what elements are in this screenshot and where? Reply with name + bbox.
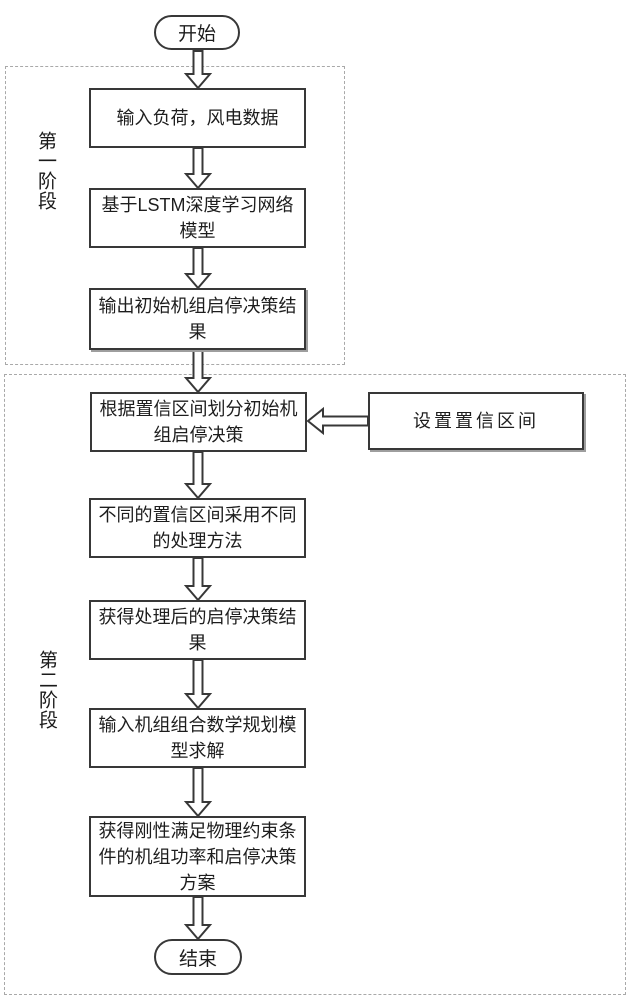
stage2-boundary [4,374,626,995]
step-divide-by-confidence-interval: 根据置信区间划分初始机组启停决策 [90,392,307,452]
arrow-processing-to-processed-result [183,557,213,602]
step-lstm-deep-learning-model: 基于LSTM深度学习网络模型 [89,188,306,248]
arrow-divide-to-processing [183,451,213,500]
arrow-initial-result-to-divide [183,349,213,394]
step-input-load-wind-data: 输入负荷，风电数据 [89,88,306,148]
side-box-set-confidence-interval: 设置置信区间 [368,392,584,450]
arrow-set-confidence-to-divide [306,406,369,436]
step-output-initial-commitment-result: 输出初始机组启停决策结果 [89,288,306,350]
arrow-solver-to-final-plan [183,767,213,818]
arrow-start-to-input-data [183,50,213,90]
end-terminal: 结束 [154,939,242,975]
arrow-final-plan-to-end [183,896,213,941]
step-different-processing-methods: 不同的置信区间采用不同的处理方法 [89,498,306,558]
step-processed-commitment-result: 获得处理后的启停决策结果 [89,600,306,660]
arrow-lstm-to-initial-result [183,247,213,290]
step-final-power-and-commitment-plan: 获得刚性满足物理约束条件的机组功率和启停决策方案 [89,816,306,897]
step-solve-uc-optimization-model: 输入机组组合数学规划模型求解 [89,708,306,768]
arrow-processed-result-to-solver [183,659,213,710]
stage1-boundary [5,66,345,365]
arrow-input-data-to-lstm [183,147,213,190]
start-terminal: 开始 [154,15,240,50]
stage2-label: 第二阶段 [36,650,57,730]
stage1-label: 第一阶段 [35,131,56,211]
